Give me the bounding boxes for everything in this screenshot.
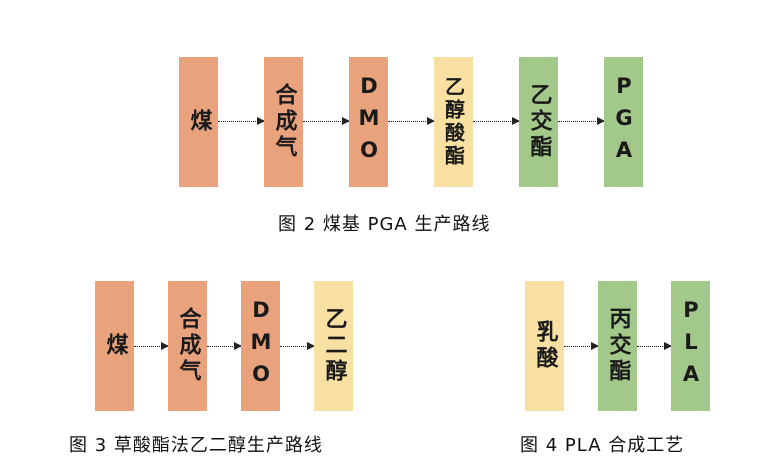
node-glycolide: 乙交酯 bbox=[519, 57, 558, 187]
flow-arrow bbox=[207, 341, 242, 350]
node-label: 合成气 bbox=[271, 83, 297, 161]
node-label: 煤 bbox=[186, 109, 212, 135]
node-pga: PGA bbox=[604, 57, 643, 187]
flow-arrow bbox=[564, 341, 599, 350]
flow-arrow bbox=[134, 341, 169, 350]
node-dmo: DMO bbox=[349, 57, 388, 187]
flow-arrow bbox=[303, 116, 350, 125]
node-glycolate: 乙醇酸酯 bbox=[434, 57, 473, 187]
node-label: 乳酸 bbox=[532, 320, 558, 372]
node-pla: PLA bbox=[671, 281, 710, 411]
node-label: 乙二醇 bbox=[321, 307, 347, 385]
node-coal: 煤 bbox=[179, 57, 218, 187]
flow-arrow bbox=[558, 116, 605, 125]
node-label: DMO bbox=[249, 298, 273, 394]
figure4-caption: 图 4 PLA 合成工艺 bbox=[520, 435, 685, 456]
node-label: 煤 bbox=[102, 333, 128, 359]
figure2-caption: 图 2 煤基 PGA 生产路线 bbox=[278, 214, 491, 235]
flow-arrow bbox=[388, 116, 435, 125]
node-syngas: 合成气 bbox=[264, 57, 303, 187]
node-ethylene-glycol: 乙二醇 bbox=[314, 281, 353, 411]
flow-arrow bbox=[637, 341, 672, 350]
node-label: 乙交酯 bbox=[526, 83, 552, 161]
node-coal: 煤 bbox=[95, 281, 134, 411]
node-lactic-acid: 乳酸 bbox=[525, 281, 564, 411]
node-label: 丙交酯 bbox=[605, 307, 631, 385]
figure3-caption: 图 3 草酸酯法乙二醇生产路线 bbox=[69, 435, 323, 456]
flow-arrow bbox=[473, 116, 520, 125]
node-label: 乙醇酸酯 bbox=[441, 76, 466, 168]
flow-arrow bbox=[218, 116, 265, 125]
node-label: PGA bbox=[612, 74, 636, 170]
node-label: PLA bbox=[679, 298, 703, 394]
node-lactide: 丙交酯 bbox=[598, 281, 637, 411]
node-label: DMO bbox=[357, 74, 381, 170]
node-syngas: 合成气 bbox=[168, 281, 207, 411]
flow-arrow bbox=[280, 341, 315, 350]
node-label: 合成气 bbox=[175, 307, 201, 385]
node-dmo: DMO bbox=[241, 281, 280, 411]
